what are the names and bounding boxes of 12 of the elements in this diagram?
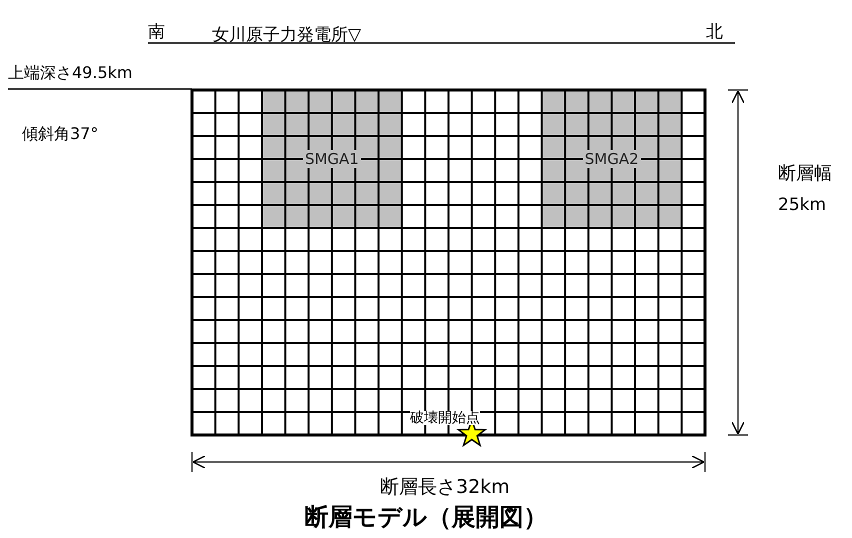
hypocenter-label: 破壊開始点 <box>410 411 480 425</box>
depth-label: 上端深さ49.5km <box>8 65 132 81</box>
direction-label: 北 <box>706 24 723 41</box>
site-label: 女川原子力発電所▽ <box>212 27 362 44</box>
diagram-title: 断層モデル（展開図） <box>304 505 548 529</box>
dip-angle-label: 傾斜角37° <box>22 126 98 142</box>
region-label: SMGA2 <box>582 150 641 168</box>
dimension-label: 断層長さ32km <box>380 478 510 497</box>
dimension-label: 断層幅 <box>778 165 832 183</box>
dimension-label: 25km <box>778 197 826 214</box>
region-label: SMGA1 <box>302 150 361 168</box>
direction-label: 南 <box>148 24 165 41</box>
